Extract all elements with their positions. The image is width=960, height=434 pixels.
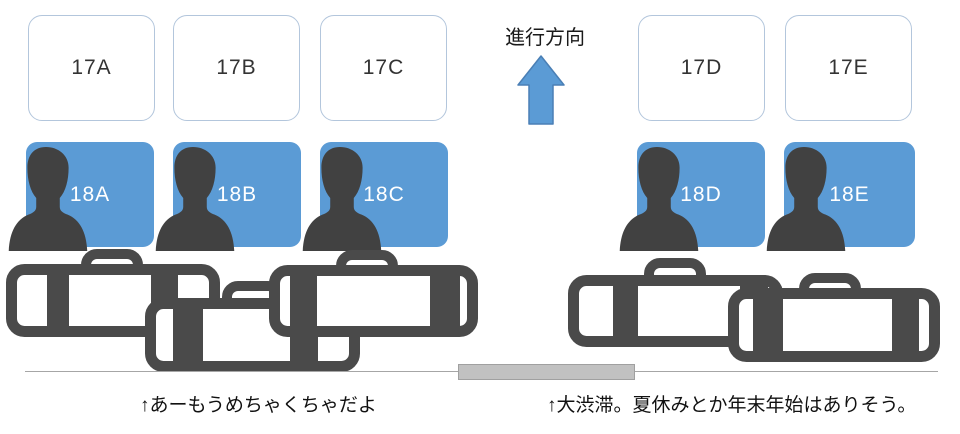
seat-label: 17B [216,56,257,79]
seat-17A: 17A [28,15,155,121]
seat-label: 18B [216,182,258,206]
direction-label: 進行方向 [505,27,585,49]
up-arrow-icon [517,55,565,125]
suitcase-icon [568,258,783,347]
seat-18D: 18D [619,142,765,251]
seat-18B: 18B [155,142,301,251]
caption-right: ↑大渋滞。夏休みとか年末年始はありそう。 [547,395,917,416]
caption-left: ↑あーもうめちゃくちゃだよ [140,395,377,416]
seat-label: 17D [680,56,723,79]
person-silhouette-icon [8,146,88,251]
seat-label: 18A [69,182,111,206]
gray-bar [458,364,635,380]
seat-17D: 17D [638,15,765,121]
person-silhouette-icon [155,146,235,251]
suitcase-icon [269,250,478,337]
seat-label: 17E [828,56,869,79]
suitcase-icon [145,281,360,372]
seat-label: 17C [362,56,405,79]
seat-label: 18C [363,182,405,206]
suitcase-icon [728,273,940,362]
seat-17C: 17C [320,15,447,121]
seat-17B: 17B [173,15,300,121]
seat-18C: 18C [302,142,448,251]
seat-18A: 18A [8,142,154,251]
seat-label: 18E [829,182,870,206]
suitcase-icon [6,249,220,337]
person-silhouette-icon [619,146,699,251]
person-silhouette-icon [302,146,382,251]
seat-18E: 18E [766,142,915,251]
seat-17E: 17E [785,15,912,121]
seat-label: 17A [71,56,112,79]
seat-label: 18D [680,182,722,206]
person-silhouette-icon [766,146,846,251]
